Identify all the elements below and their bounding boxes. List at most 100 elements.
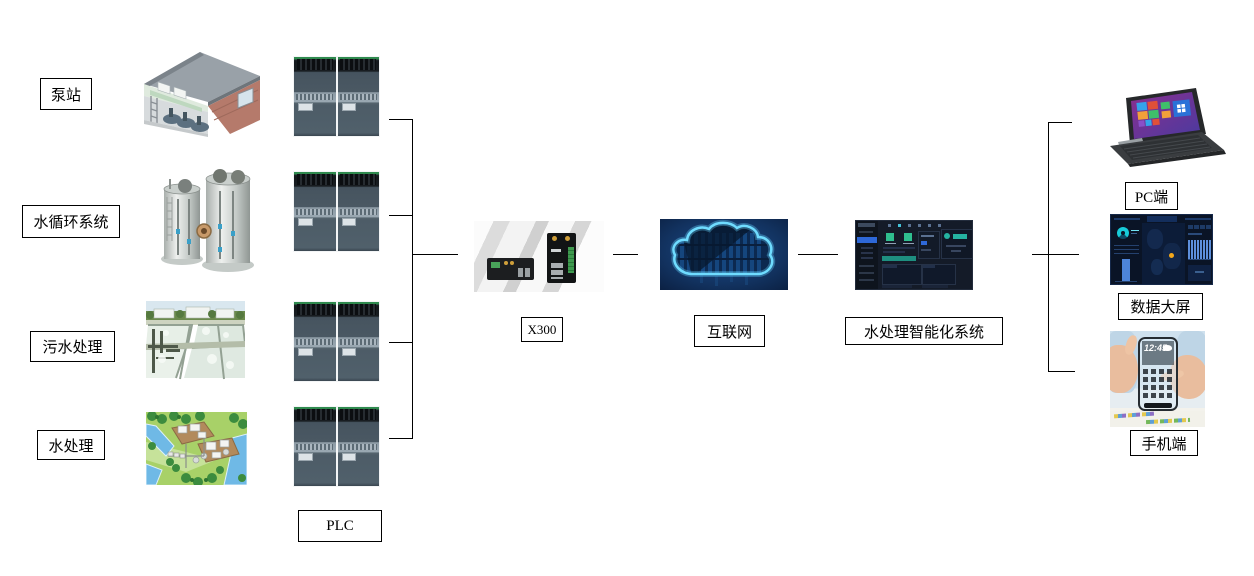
text-line: [951, 250, 961, 252]
axis-line: [1115, 281, 1137, 282]
phone-clock-widget: 12:45: [1142, 341, 1174, 365]
list-row: [1114, 245, 1139, 246]
plc-label-chip: [298, 452, 313, 462]
dashboard-screen: [1110, 214, 1213, 285]
text-line: [946, 245, 966, 247]
app-icon-row: [1143, 385, 1174, 390]
text-line: [921, 235, 934, 237]
connector-pc-stub: [1048, 122, 1072, 123]
antenna-connector: [565, 236, 570, 241]
map-marker-yellow: [1169, 253, 1174, 258]
toolbar-icon: [888, 224, 891, 227]
start-screen-tiles: [1136, 99, 1192, 127]
antenna-connector: [552, 236, 557, 241]
filter-chip: [1188, 225, 1193, 229]
sewage-plant-photo: [146, 301, 245, 380]
metric-panel: [918, 231, 940, 259]
toolbar-icon: [938, 224, 941, 227]
plc-io: [337, 302, 379, 381]
label-x300: X300: [521, 317, 563, 342]
panel-header: [922, 285, 948, 288]
plc-cpu: [294, 172, 336, 251]
smartphone-photo: 12:45: [1110, 331, 1205, 427]
water-treatment-map-illustration: [146, 412, 247, 485]
text-line: [921, 249, 931, 251]
label-water-circulation: 水循环系统: [22, 205, 120, 238]
connector-right-bracket: [1048, 122, 1049, 372]
label-sewage-treatment: 污水处理: [30, 331, 115, 362]
status-tile-green: [886, 233, 894, 241]
donut-chart: [1117, 227, 1129, 239]
label-mobile: 手机端: [1130, 430, 1198, 456]
map-landmass: [1147, 229, 1163, 249]
header-trim: [1185, 218, 1211, 220]
logo-bar: [858, 223, 875, 227]
connector-platform-clients: [1032, 254, 1079, 255]
search-bar: [882, 256, 916, 261]
menu-item: [859, 231, 873, 233]
label-pc: PC端: [1125, 182, 1178, 210]
label-data-screen: 数据大屏: [1118, 293, 1203, 320]
status-dot: [944, 233, 950, 239]
water-circulation-tanks-illustration: [161, 169, 254, 272]
plc-cpu: [294, 57, 336, 136]
menu-item: [861, 252, 873, 254]
plc-label-chip: [341, 347, 357, 357]
left-hand: [1110, 345, 1138, 393]
dashboard-title-bar: [1147, 216, 1177, 222]
menu-item-active: [857, 237, 877, 243]
plc-io: [337, 407, 379, 486]
text-line: [1195, 271, 1204, 273]
menu-item: [861, 247, 873, 249]
menu-item: [859, 279, 874, 281]
plc-io: [337, 172, 379, 251]
menu-item: [861, 257, 873, 259]
antenna-connector: [504, 261, 508, 265]
menu-item: [859, 272, 874, 274]
connector-plc2-stub: [389, 215, 412, 216]
plc-label-chip: [298, 102, 313, 112]
filter-chip: [1200, 225, 1205, 229]
chart-panel: [922, 264, 956, 285]
plc-cpu: [294, 302, 336, 381]
pump-station-illustration: [144, 52, 260, 137]
panel-header: [883, 265, 897, 268]
plc-cpu: [294, 407, 336, 486]
internet-cloud-image: [660, 219, 788, 290]
app-icon-row: [1143, 369, 1174, 374]
filter-chip: [1194, 225, 1199, 229]
platform-screenshot: [855, 220, 973, 290]
weather-cloud-icon: [1163, 345, 1172, 351]
vertical-bar: [1122, 259, 1130, 281]
plc-module-pump-station: [293, 56, 380, 137]
filter-chip: [1206, 225, 1211, 229]
plc-label-chip: [341, 452, 357, 462]
caption-bar: [885, 243, 896, 244]
terminal-block: [491, 262, 500, 268]
mini-stat: [921, 241, 927, 245]
device-label: [551, 249, 561, 252]
label-water-treatment: 水处理: [37, 430, 105, 460]
ethernet-ports: [518, 268, 532, 277]
caption-bar: [903, 243, 914, 244]
connector-plc3-stub: [389, 342, 412, 343]
list-row: [1114, 253, 1139, 254]
laptop-illustration: [1110, 88, 1226, 167]
plc-label-chip: [298, 217, 313, 227]
app-icon-row: [1143, 377, 1174, 382]
map-landmass: [1151, 259, 1163, 275]
action-button: [953, 234, 967, 239]
app-icon-row: [1143, 393, 1174, 398]
ethernet-ports: [551, 263, 563, 279]
connector-plc1-stub: [389, 119, 412, 120]
plc-module-sewage: [293, 301, 380, 382]
x300-gateway-photo: [474, 221, 604, 292]
panel-header: [923, 265, 935, 268]
legend-line: [1131, 230, 1139, 231]
connector-internet-platform: [798, 254, 838, 255]
toolbar-icon: [918, 224, 921, 227]
text-line: [883, 251, 905, 253]
panel-header: [882, 285, 912, 288]
antenna-connector: [510, 261, 514, 265]
